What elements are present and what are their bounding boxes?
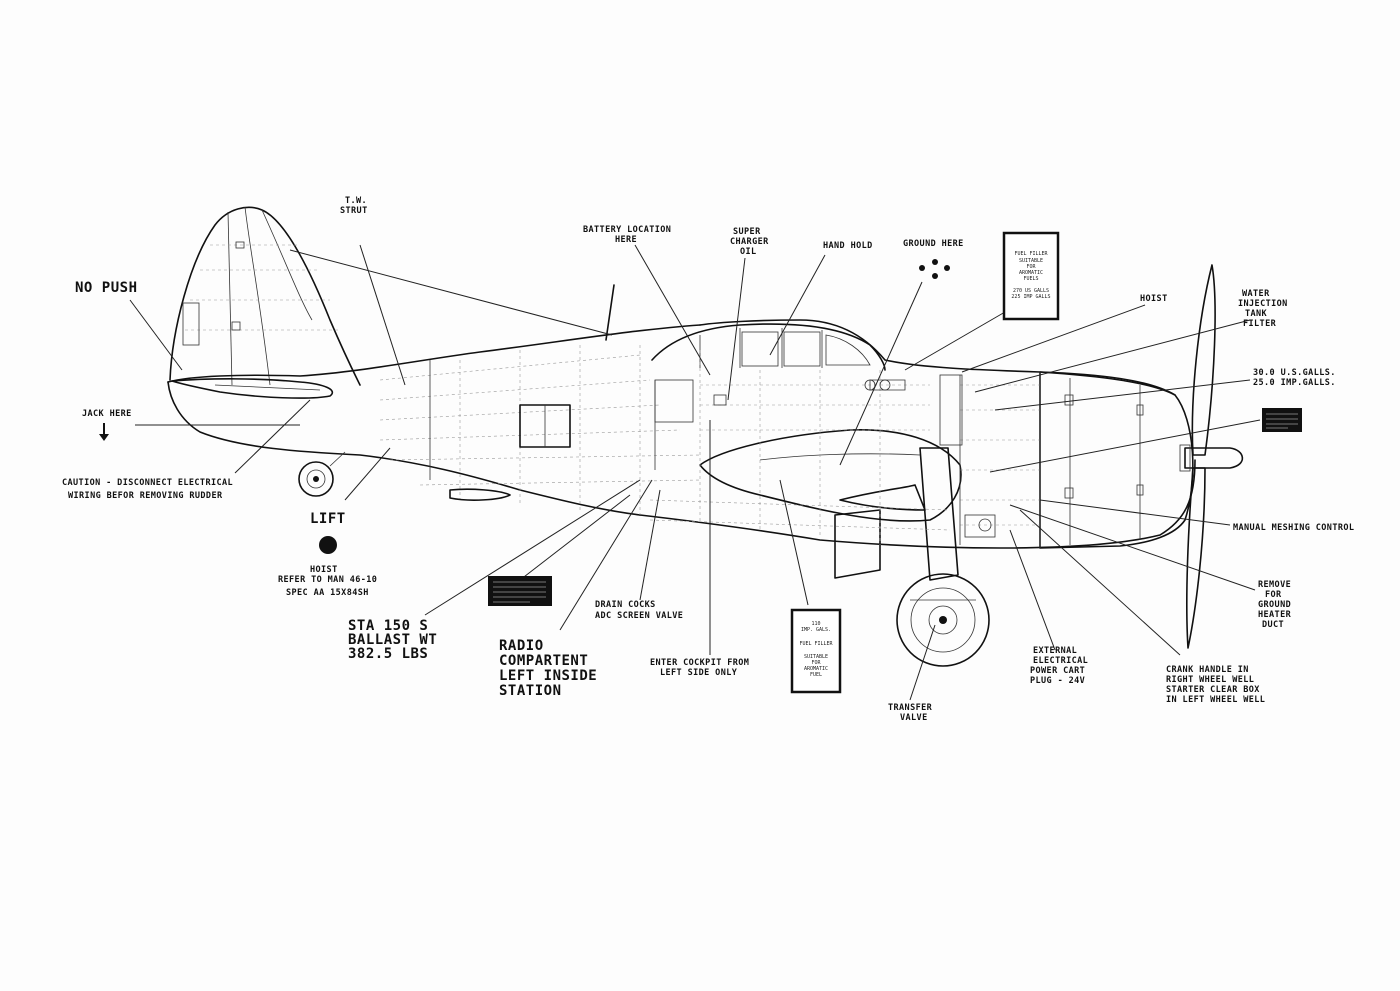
label-enter-cockpit-2: LEFT SIDE ONLY [660, 668, 738, 678]
label-water-4: FILTER [1243, 319, 1277, 329]
rear-fuselage-upper [167, 324, 701, 383]
label-hoist-left-1: HOIST [310, 565, 338, 575]
label-hoist-left-3: SPEC AA 15X84SH [286, 588, 369, 598]
ground-points-icon [919, 259, 950, 279]
label-caution-line2: WIRING BEFOR REMOVING RUDDER [68, 491, 223, 501]
label-manual-meshing: MANUAL MESHING CONTROL [1233, 523, 1354, 533]
label-hand-hold: HAND HOLD [823, 241, 873, 251]
label-super-charger-3: OIL [740, 247, 757, 257]
label-crank-3: STARTER CLEAR BOX [1166, 685, 1260, 695]
svg-text:FUEL FILLER: FUEL FILLER [799, 641, 833, 647]
label-sta150-2: BALLAST WT [348, 632, 437, 648]
svg-text:225 IMP GALLS: 225 IMP GALLS [1011, 294, 1050, 300]
label-battery-1: BATTERY LOCATION [583, 225, 671, 235]
svg-text:FOR: FOR [811, 660, 821, 666]
black-data-plate-right [1262, 408, 1302, 432]
main-landing-gear [834, 447, 990, 667]
label-caution-line1: CAUTION - DISCONNECT ELECTRICAL [62, 478, 233, 488]
label-radio-2: COMPARTENT [499, 653, 588, 669]
label-jack-here: JACK HERE [82, 409, 132, 419]
label-gallons-1: 30.0 U.S.GALLS. [1253, 368, 1336, 378]
fuel-filler-placard-bottom: 110 IMP. GALS. FUEL FILLER SUITABLE FOR … [790, 608, 842, 694]
label-transfer-1: TRANSFER [888, 703, 933, 713]
wing [699, 428, 962, 522]
label-lift: LIFT [310, 511, 346, 527]
leader-lines [129, 244, 1261, 701]
label-sta150-1: STA 150 S [348, 618, 428, 634]
black-data-plate-left [488, 576, 552, 606]
label-hoist-right: HOIST [1140, 294, 1168, 304]
label-ext-power-1: EXTERNAL [1033, 646, 1077, 656]
label-drain-cocks-1: DRAIN COCKS [595, 600, 656, 610]
tail-wheel [298, 451, 346, 497]
horizontal-stabilizer [171, 378, 334, 399]
svg-text:110: 110 [811, 621, 820, 627]
label-water-1: WATER [1242, 289, 1270, 299]
label-super-charger-2: CHARGER [730, 237, 769, 247]
label-ground-here: GROUND HERE [903, 239, 964, 249]
label-water-2: INJECTION [1238, 299, 1288, 309]
svg-text:FOR: FOR [1026, 264, 1036, 270]
callout-labels: NO PUSH JACK HERE CAUTION - DISCONNECT E… [62, 196, 1354, 723]
svg-text:AROMATIC: AROMATIC [1019, 270, 1043, 276]
rear-fuselage-lower [167, 381, 641, 516]
svg-text:SUITABLE: SUITABLE [804, 654, 828, 660]
svg-text:SUITABLE: SUITABLE [1019, 258, 1043, 264]
label-gallons-2: 25.0 IMP.GALLS. [1253, 378, 1336, 388]
label-drain-cocks-2: ADC SCREEN VALVE [595, 611, 683, 621]
svg-text:270 US GALLS: 270 US GALLS [1013, 288, 1049, 294]
label-ext-power-2: ELECTRICAL [1033, 656, 1088, 666]
lift-point-marker [319, 536, 337, 554]
label-tw-strut-2: STRUT [340, 206, 368, 216]
label-super-charger-1: SUPER [733, 227, 761, 237]
label-remove-4: HEATER [1258, 610, 1292, 620]
label-radio-3: LEFT INSIDE [499, 668, 597, 684]
fuel-filler-placard-top: FUEL FILLER SUITABLE FOR AROMATIC FUELS … [1002, 231, 1060, 321]
label-no-push: NO PUSH [75, 280, 138, 296]
label-water-3: TANK [1245, 309, 1268, 319]
label-remove-5: DUCT [1262, 620, 1284, 630]
label-remove-3: GROUND [1258, 600, 1291, 610]
fuselage-top [699, 319, 1176, 396]
label-ext-power-4: PLUG - 24V [1030, 676, 1085, 686]
label-radio-1: RADIO [499, 638, 544, 654]
label-ext-power-3: POWER CART [1030, 666, 1085, 676]
propeller [1179, 264, 1244, 649]
label-radio-4: STATION [499, 683, 562, 699]
down-arrow-icon [99, 423, 109, 441]
fuselage-bottom [639, 459, 1196, 549]
label-tw-strut-1: T.W. [345, 196, 367, 206]
svg-text:IMP. GALS.: IMP. GALS. [801, 627, 831, 633]
label-battery-2: HERE [615, 235, 637, 245]
svg-text:FUEL: FUEL [810, 672, 822, 678]
label-enter-cockpit-1: ENTER COCKPIT FROM [650, 658, 749, 668]
label-crank-1: CRANK HANDLE IN [1166, 665, 1249, 675]
label-remove-1: REMOVE [1258, 580, 1291, 590]
label-transfer-2: VALVE [900, 713, 928, 723]
svg-text:FUELS: FUELS [1023, 276, 1038, 282]
label-crank-4: IN LEFT WHEEL WELL [1166, 695, 1265, 705]
label-hoist-left-2: REFER TO MAN 46-10 [278, 575, 377, 585]
vertical-fin [169, 206, 361, 386]
label-remove-2: FOR [1265, 590, 1282, 600]
label-sta150-3: 382.5 LBS [348, 646, 428, 662]
svg-text:AROMATIC: AROMATIC [804, 666, 828, 672]
label-crank-2: RIGHT WHEEL WELL [1166, 675, 1254, 685]
engine-cowling [1039, 371, 1194, 549]
svg-text:FUEL FILLER: FUEL FILLER [1014, 251, 1048, 257]
aircraft-outline [167, 206, 1244, 667]
